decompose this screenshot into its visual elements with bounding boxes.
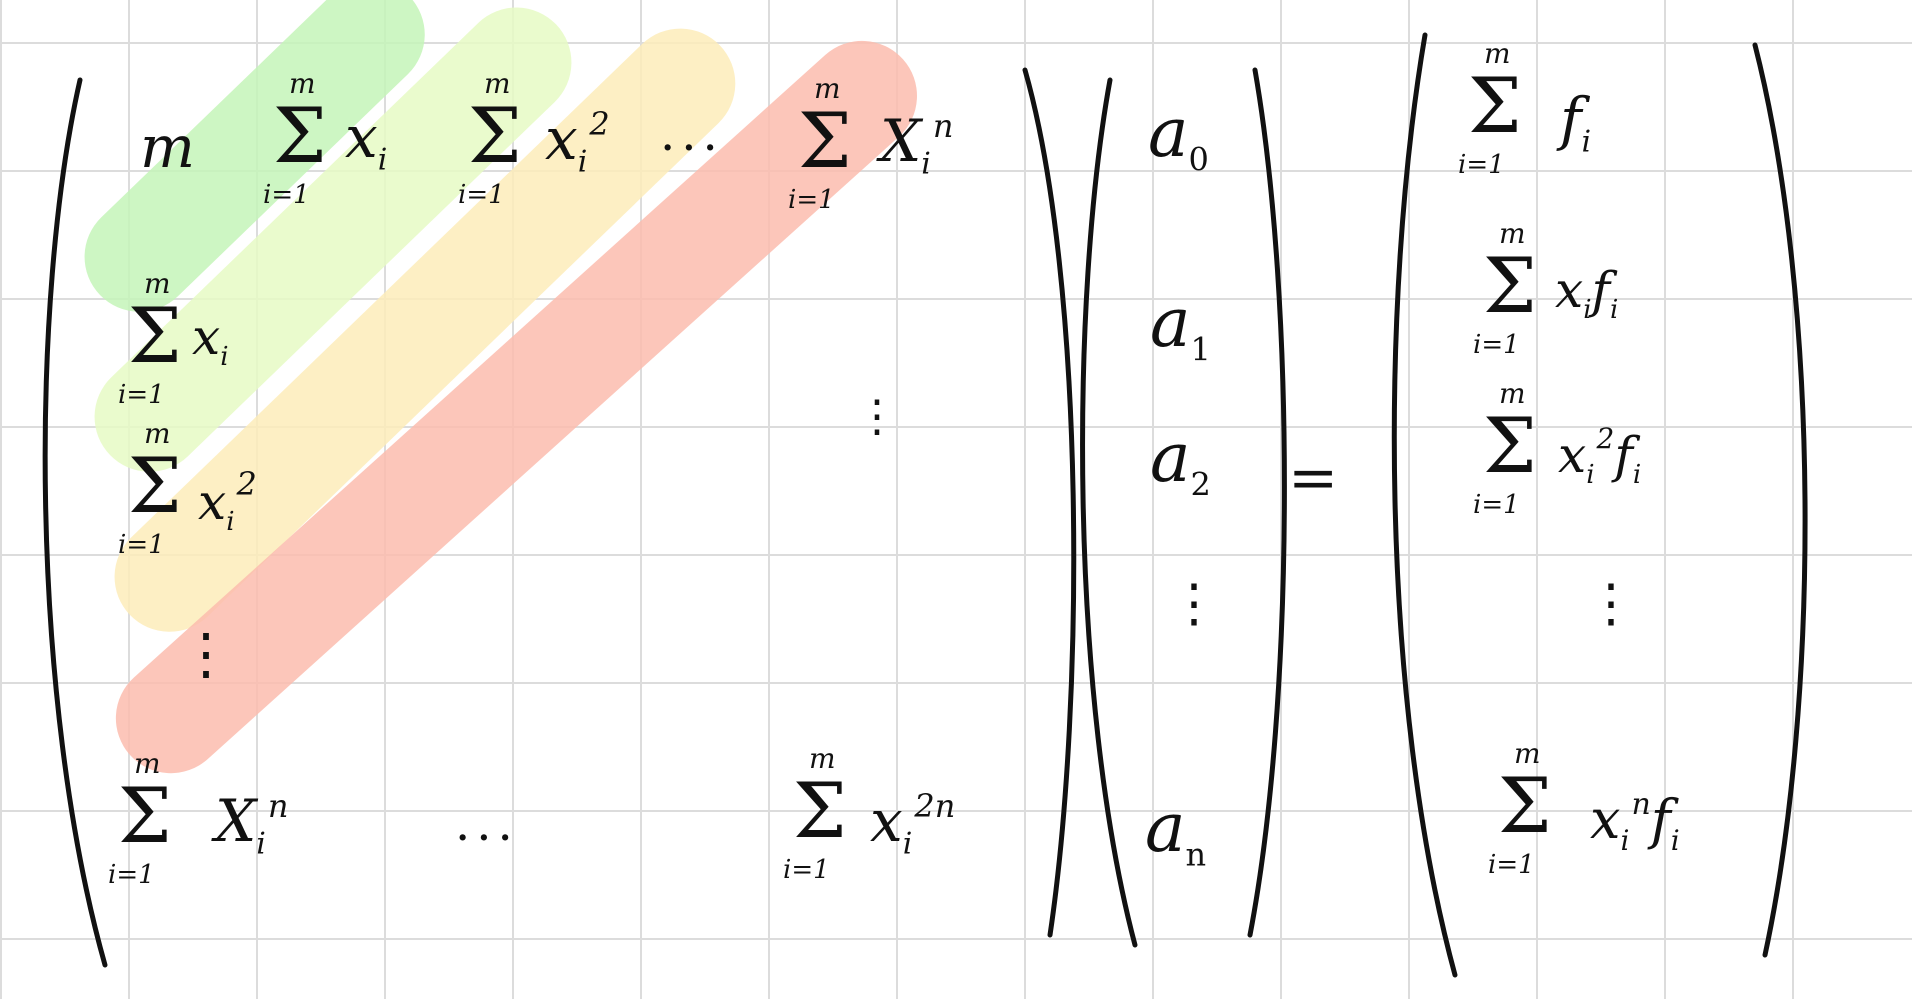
term-xi-n: Xin xyxy=(215,787,289,862)
right-paren-vector xyxy=(1247,67,1287,938)
sum-upper: m xyxy=(289,67,316,100)
sigma-icon: Σ xyxy=(798,96,852,185)
vertical-dots-vector: ⋮ xyxy=(1168,574,1220,634)
sum-lower: i=1 xyxy=(1473,330,1520,360)
left-paren-vector xyxy=(1080,77,1138,948)
vertical-dots-rhs: ⋮ xyxy=(1585,574,1637,634)
sum-row1: m Σ i=1 xyxy=(110,270,220,420)
coef-an: an xyxy=(1145,789,1207,874)
sum-upper: m xyxy=(1499,217,1526,250)
sigma-icon: Σ xyxy=(1468,61,1522,150)
coef-a0: a0 xyxy=(1148,94,1209,179)
sum-upper: m xyxy=(1499,377,1526,410)
term-xi-squared: xi2 xyxy=(545,105,610,180)
sigma-icon: Σ xyxy=(793,766,847,855)
rhs-term-xi2-fi: xi2fi xyxy=(1558,422,1642,490)
sum-lower: i=1 xyxy=(108,860,155,890)
coef-a1: a1 xyxy=(1150,284,1211,369)
rhs-term-xin-fi: xinfi xyxy=(1590,787,1680,857)
right-paren-rhs xyxy=(1752,42,1808,958)
sum-rowN-col1: m Σ i=1 xyxy=(100,750,210,900)
sum-upper: m xyxy=(814,72,841,105)
left-paren-rhs xyxy=(1391,32,1458,978)
horizontal-dots: ... xyxy=(660,106,724,162)
sum-upper: m xyxy=(144,417,171,450)
sum-upper: m xyxy=(134,747,161,780)
sum-row0-col2: m Σ i=1 xyxy=(450,70,560,220)
sum-lower: i=1 xyxy=(1473,490,1520,520)
rhs-term-fi: fi xyxy=(1560,85,1592,160)
sum-lower: i=1 xyxy=(118,530,165,560)
sum-lower: i=1 xyxy=(263,180,310,210)
rhs-sum-n: m Σ i=1 xyxy=(1480,740,1590,890)
vertical-dots-middle: ⋮ xyxy=(855,391,899,442)
sigma-icon: Σ xyxy=(1483,241,1537,330)
term-xi: xi xyxy=(345,103,388,178)
sum-row0-col3: m Σ i=1 xyxy=(780,75,890,225)
matrix-m: m xyxy=(140,113,195,181)
rhs-sum-0: m Σ i=1 xyxy=(1450,40,1560,190)
term-xi-squared: xi2 xyxy=(198,465,257,537)
sum-upper: m xyxy=(484,67,511,100)
sum-lower: i=1 xyxy=(1458,150,1505,180)
rhs-sum-1: m Σ i=1 xyxy=(1465,220,1575,370)
sigma-icon: Σ xyxy=(273,91,327,180)
sigma-icon: Σ xyxy=(128,291,182,380)
sigma-icon: Σ xyxy=(118,771,172,860)
right-paren-matrix xyxy=(1022,67,1077,938)
vertical-dots-left: ⋮ xyxy=(178,622,234,687)
sum-lower: i=1 xyxy=(458,180,505,210)
sum-lower: i=1 xyxy=(118,380,165,410)
sum-upper: m xyxy=(1514,737,1541,770)
sigma-icon: Σ xyxy=(1498,761,1552,850)
sum-row0-col1: m Σ i=1 xyxy=(255,70,365,220)
coef-a2: a2 xyxy=(1150,419,1211,504)
sum-row2: m Σ i=1 xyxy=(110,420,220,570)
sum-upper: m xyxy=(1484,37,1511,70)
sum-lower: i=1 xyxy=(788,185,835,215)
sum-upper: m xyxy=(144,267,171,300)
left-paren-matrix xyxy=(42,77,108,968)
sum-lower: i=1 xyxy=(1488,850,1535,880)
equals-sign: = xyxy=(1288,443,1339,513)
sigma-icon: Σ xyxy=(1483,401,1537,490)
sum-rowN-col2: m Σ i=1 xyxy=(775,745,885,895)
sum-upper: m xyxy=(809,742,836,775)
rhs-sum-2: m Σ i=1 xyxy=(1465,380,1575,530)
rhs-term-xi-fi: xifi xyxy=(1555,261,1619,325)
sigma-icon: Σ xyxy=(468,91,522,180)
sum-lower: i=1 xyxy=(783,855,830,885)
sigma-icon: Σ xyxy=(128,441,182,530)
horizontal-dots: ... xyxy=(455,796,519,852)
term-xi-2n: xi2n xyxy=(870,787,956,862)
term-xi-n: Xin xyxy=(880,107,954,182)
term-xi: xi xyxy=(192,308,229,372)
